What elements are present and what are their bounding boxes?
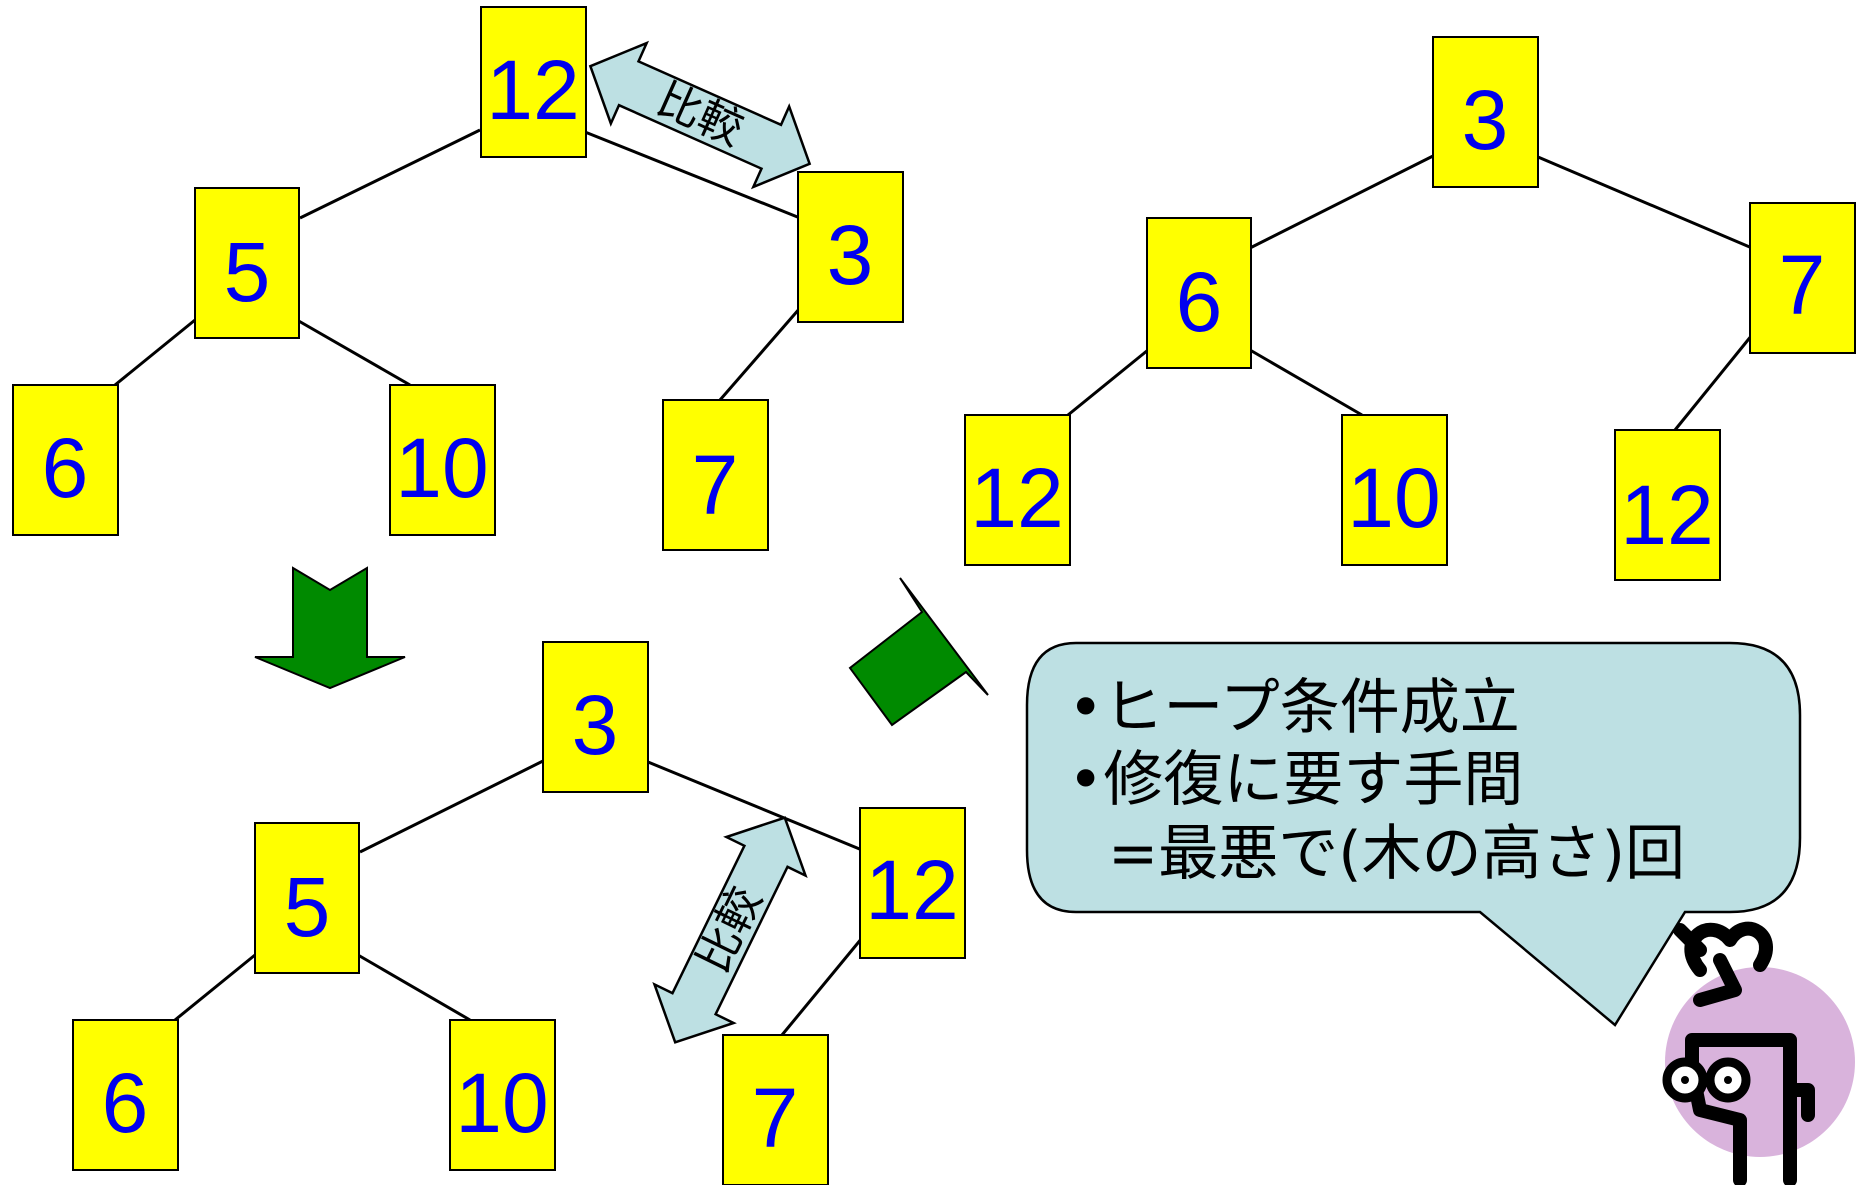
tree-edges [174,758,864,1036]
callout-bubble: •ヒープ条件成立 •修復に要す手間 =最悪で(木の高さ)回 [1025,641,1802,1027]
callout-line-2: •修復に要す手間 [1068,745,1523,815]
svg-text:5: 5 [284,860,331,954]
svg-text:6: 6 [102,1056,149,1150]
up-right-arrow-icon [848,577,989,727]
tree-node-root: 12 [480,6,587,158]
svg-text:5: 5 [224,225,271,319]
tree-node-left: 6 [1146,217,1252,369]
tree-node-left-left: 12 [964,414,1071,566]
callout-line-3: =最悪で(木の高さ)回 [1108,819,1685,889]
tree-node-left-right: 10 [389,384,496,536]
tree-node-left-left: 6 [12,384,119,536]
tree-node-left-left: 6 [72,1019,179,1171]
svg-text:12: 12 [1620,468,1713,562]
tree-node-right-left: 12 [1614,429,1721,581]
tree-node-left-right: 10 [449,1019,556,1171]
tree-result: 3 6 7 12 10 12 [964,36,1856,581]
svg-text:6: 6 [42,421,89,515]
svg-text:7: 7 [1779,238,1826,332]
svg-text:6: 6 [1176,255,1223,349]
svg-text:3: 3 [827,208,874,302]
tree-node-right: 7 [1749,202,1856,354]
callout-line-1: •ヒープ条件成立 [1068,673,1520,743]
svg-text:12: 12 [865,843,958,937]
tree-node-right: 12 [859,807,966,959]
svg-text:7: 7 [752,1071,799,1165]
tree-node-right: 3 [797,171,904,323]
svg-text:10: 10 [1347,451,1440,545]
svg-text:10: 10 [395,421,488,515]
tree-swapped: 比較 3 5 12 6 10 7 [72,641,966,1185]
tree-edges [114,128,802,401]
svg-text:3: 3 [572,678,619,772]
compare-arrow-icon: 比較 [652,816,808,1044]
tree-node-left-right: 10 [1341,414,1448,566]
tree-node-root: 3 [1432,36,1539,188]
svg-text:12: 12 [970,451,1063,545]
down-arrow-icon [254,566,406,690]
tree-node-left: 5 [254,822,360,974]
tree-before: 比較 12 5 3 6 10 7 [12,6,904,551]
professor-mascot-icon [1662,921,1855,1185]
svg-text:3: 3 [1462,73,1509,167]
svg-text:12: 12 [486,43,579,137]
tree-node-left: 5 [194,187,300,339]
tree-node-root: 3 [542,641,649,793]
tree-edges [1067,153,1754,431]
tree-node-right-left: 7 [662,399,769,551]
tree-node-right-left: 7 [722,1034,829,1185]
svg-text:10: 10 [455,1056,548,1150]
svg-text:7: 7 [692,438,739,532]
